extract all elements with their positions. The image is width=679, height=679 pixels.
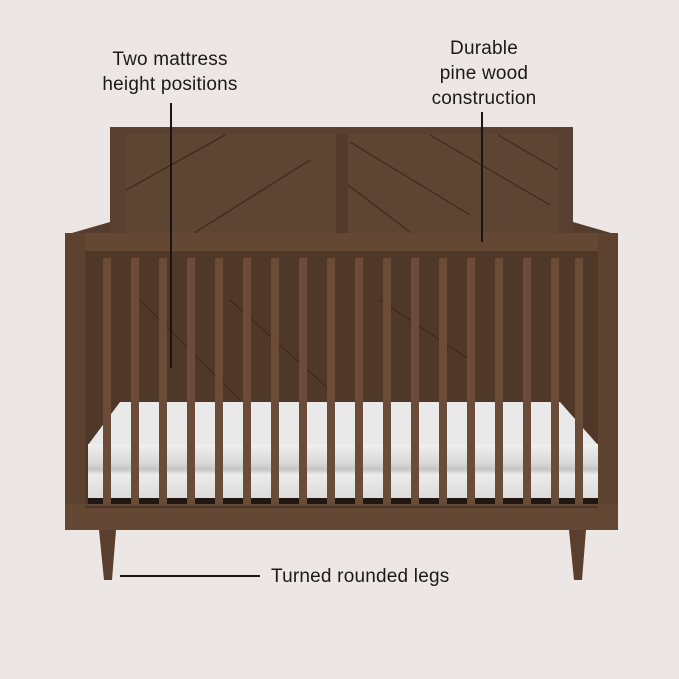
wood-callout-line (481, 112, 483, 242)
legs-callout-line (120, 575, 260, 577)
leg-left (99, 530, 116, 580)
mattress-callout-label: Two mattress height positions (102, 49, 238, 95)
legs-callout-label: Turned rounded legs (271, 566, 450, 587)
headboard (110, 127, 573, 247)
mattress-callout-line (170, 103, 172, 368)
wood-callout-label: Durable pine wood construction (431, 38, 537, 109)
leg-right (569, 530, 586, 580)
slats (103, 258, 583, 504)
